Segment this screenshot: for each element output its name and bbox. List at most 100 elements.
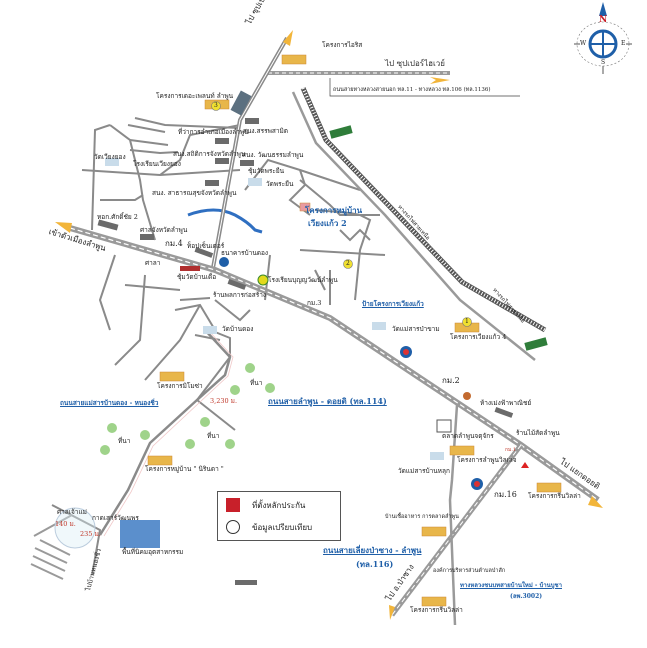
legend-collateral: ที่ตั้งหลักประกัน	[226, 498, 305, 512]
village-icon	[147, 455, 173, 466]
km16-label: กม.16	[494, 490, 517, 499]
southwest-road	[30, 329, 234, 580]
building-icon	[205, 180, 219, 186]
lamphun-project-label: โครงการลำพูนวิลเลจ	[457, 456, 517, 464]
km4-label: กม.4	[165, 239, 183, 248]
marker-1-label: 1	[465, 318, 469, 325]
arrow-icon	[588, 496, 603, 508]
market-label: ตลาดลำพูนจตุจักร	[442, 432, 494, 440]
marker-3-label: 3	[214, 102, 218, 109]
legend-comparable-label: ข้อมูลเปรียบเทียบ	[252, 522, 313, 532]
construction-label: ร้านพลการก่อสร้าง	[213, 291, 267, 299]
compass-e: E	[621, 40, 626, 47]
building-icon	[494, 407, 514, 418]
highway-116	[389, 443, 523, 620]
arrow-icon	[430, 77, 450, 84]
wiangkaew2-label-2: เวียงแก้ว 2	[308, 218, 347, 228]
map-legend: ที่ตั้งหลักประกัน ข้อมูลเปรียบเทียบ	[217, 491, 341, 541]
village-icon	[299, 202, 311, 212]
ricefield-label: ที่นา	[118, 437, 131, 445]
distance-140-label: 140 ม.	[55, 520, 76, 528]
wiangkaew4-label: โครงการเวียงแก้ว 4	[450, 333, 507, 341]
collateral-marker	[180, 266, 200, 271]
arrow-icon	[389, 605, 395, 620]
river	[187, 208, 263, 234]
village-icon	[536, 482, 562, 493]
legend-comparable: ข้อมูลเปรียบเทียบ	[226, 520, 312, 534]
mimosa-label: โครงการมิโมซ่า	[157, 382, 203, 390]
building-icon	[215, 138, 229, 144]
ricefield-label: ที่นา	[207, 432, 220, 440]
restaurant-label: บ้านเชื้ออาหาร การตลาดลำพูน	[385, 514, 459, 520]
comparable-circle-icon	[226, 520, 240, 534]
road-114-label: ถนนสายลำพูน - ดอยติ (ทล.114)	[268, 396, 387, 406]
road-116-label: ถนนสายเลี่ยงป่าซาง - ลำพูน	[323, 545, 422, 555]
statistics-label: สนง.สถิติการจังหวัดลำพูน	[173, 150, 246, 158]
compass-w: W	[580, 40, 587, 47]
chum-phrayuen-label: ชุ้มวัดพระยืน	[248, 167, 285, 175]
tao-label: องค์การบริหารส่วนตำบลป่าสัก	[433, 568, 506, 574]
arrow-icon	[55, 222, 72, 233]
highway-114	[55, 222, 603, 508]
to-superhighway-label: ไป ซุปเปอร์ไฮเวย์	[385, 59, 445, 68]
wat-phrayuen-label: วัดพระยืน	[266, 180, 294, 188]
ricefield-label: ที่นา	[250, 379, 263, 387]
wat-bandong-label: วัดบ้านดอง	[222, 325, 254, 333]
arrow-icon	[283, 30, 293, 46]
excise-label: สนง.สรรพสามิต	[243, 127, 289, 135]
road-3002	[448, 404, 459, 626]
outer-road	[268, 71, 520, 97]
distance-label: 3,230 ม.	[210, 397, 238, 405]
green-village-2-label: โครงการกรีนวิลล่า	[410, 606, 463, 614]
km2-label: กม.2	[442, 376, 460, 385]
temple-icon	[372, 322, 386, 330]
km3-label: กม.3	[307, 299, 322, 307]
legend-collateral-label: ที่ตั้งหลักประกัน	[252, 500, 306, 510]
compass-rose-icon: N S E W	[574, 2, 632, 74]
temple-icon	[203, 326, 217, 334]
building-icon	[97, 219, 119, 231]
shop-icon	[463, 392, 471, 400]
building-icon	[194, 247, 214, 258]
building-icon	[227, 279, 247, 290]
temple-icon	[105, 158, 119, 166]
sala-label: ศาลา	[145, 259, 161, 267]
village-icon	[449, 445, 475, 456]
mitsubishi-icon	[521, 462, 529, 468]
building-icon	[245, 118, 259, 124]
culture-label: สนง. วัฒนธรรมลำพูน	[242, 151, 304, 159]
village-icon	[421, 596, 447, 607]
marker-2-label: 2	[346, 260, 350, 267]
distance-235-label: 235 ม.	[80, 530, 101, 538]
building-icons	[97, 118, 529, 585]
shrine-label: ศาลเจ้าแม่	[57, 508, 87, 516]
building-icon	[235, 580, 257, 585]
sign-wiangkaew-label: ป้ายโครงการเวียงแก้ว	[362, 300, 424, 308]
train-icon	[329, 125, 353, 139]
bank-icon	[219, 257, 229, 267]
gas-station-label: กาดเสาร์วัฒนพร	[92, 514, 139, 522]
road-3002-code: (ลพ.3002)	[510, 593, 543, 600]
bank-label: ธนาคารบ้านดอง	[221, 249, 269, 257]
train-icon	[524, 337, 548, 351]
warehouse-label: ห้างเม่งฟ้าพาณิชย์	[480, 399, 532, 407]
collateral-swatch	[226, 498, 240, 512]
nirinda-label: โครงการหมู่บ้าน " นิรินดา "	[145, 465, 224, 473]
railway	[291, 86, 548, 361]
north-road	[211, 30, 293, 269]
outer-road-label: ถนนสายทางหลวงสายนอก ทล.11 - ทางหลวง ทล.1…	[333, 87, 491, 93]
court-label: ศาลจังหวัดลำพูน	[140, 226, 188, 234]
woodshop-label: ร้านไม้สัดลำพูน	[516, 429, 560, 437]
local-roads	[81, 117, 386, 431]
km1-label: กม.1	[505, 447, 517, 453]
ricefield-icons	[100, 363, 275, 455]
numbered-markers	[211, 101, 472, 327]
compass-s: S	[601, 59, 606, 66]
building-icon	[140, 234, 154, 240]
temple-icon	[430, 452, 444, 460]
village-icon	[421, 526, 447, 537]
industrial-estate-label: พื้นที่นิคมอุตสาหกรรม	[122, 548, 184, 556]
district-office-label: ที่ว่าการอำเภอเมืองลำพูน	[178, 128, 249, 136]
wat-wiangyong-label: วัดเวียงยอง	[94, 153, 126, 161]
